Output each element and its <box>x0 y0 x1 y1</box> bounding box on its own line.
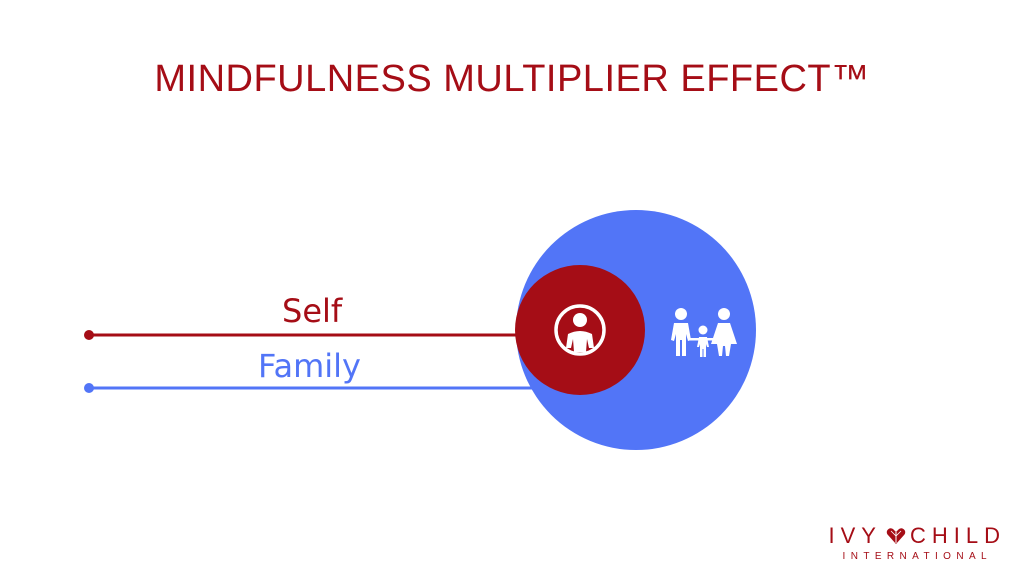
logo-right-word: CHILD <box>909 523 1006 548</box>
family-label: Family <box>258 347 361 385</box>
self-circle <box>515 265 645 395</box>
heart-icon <box>886 528 906 544</box>
page-title: MINDFULNESS MULTIPLIER EFFECT™ <box>154 58 870 100</box>
logo-subtitle: INTERNATIONAL <box>842 551 992 562</box>
logo-left-word: IVY <box>828 523 882 548</box>
self-label: Self <box>282 292 343 330</box>
self-line-dot <box>84 330 94 340</box>
ivy-child-logo: IVY CHILD INTERNATIONAL <box>829 523 1006 562</box>
person-icon <box>554 304 606 356</box>
logo-wordmark: IVY CHILD <box>829 523 1006 549</box>
family-icon <box>671 308 737 357</box>
family-line-dot <box>84 383 94 393</box>
